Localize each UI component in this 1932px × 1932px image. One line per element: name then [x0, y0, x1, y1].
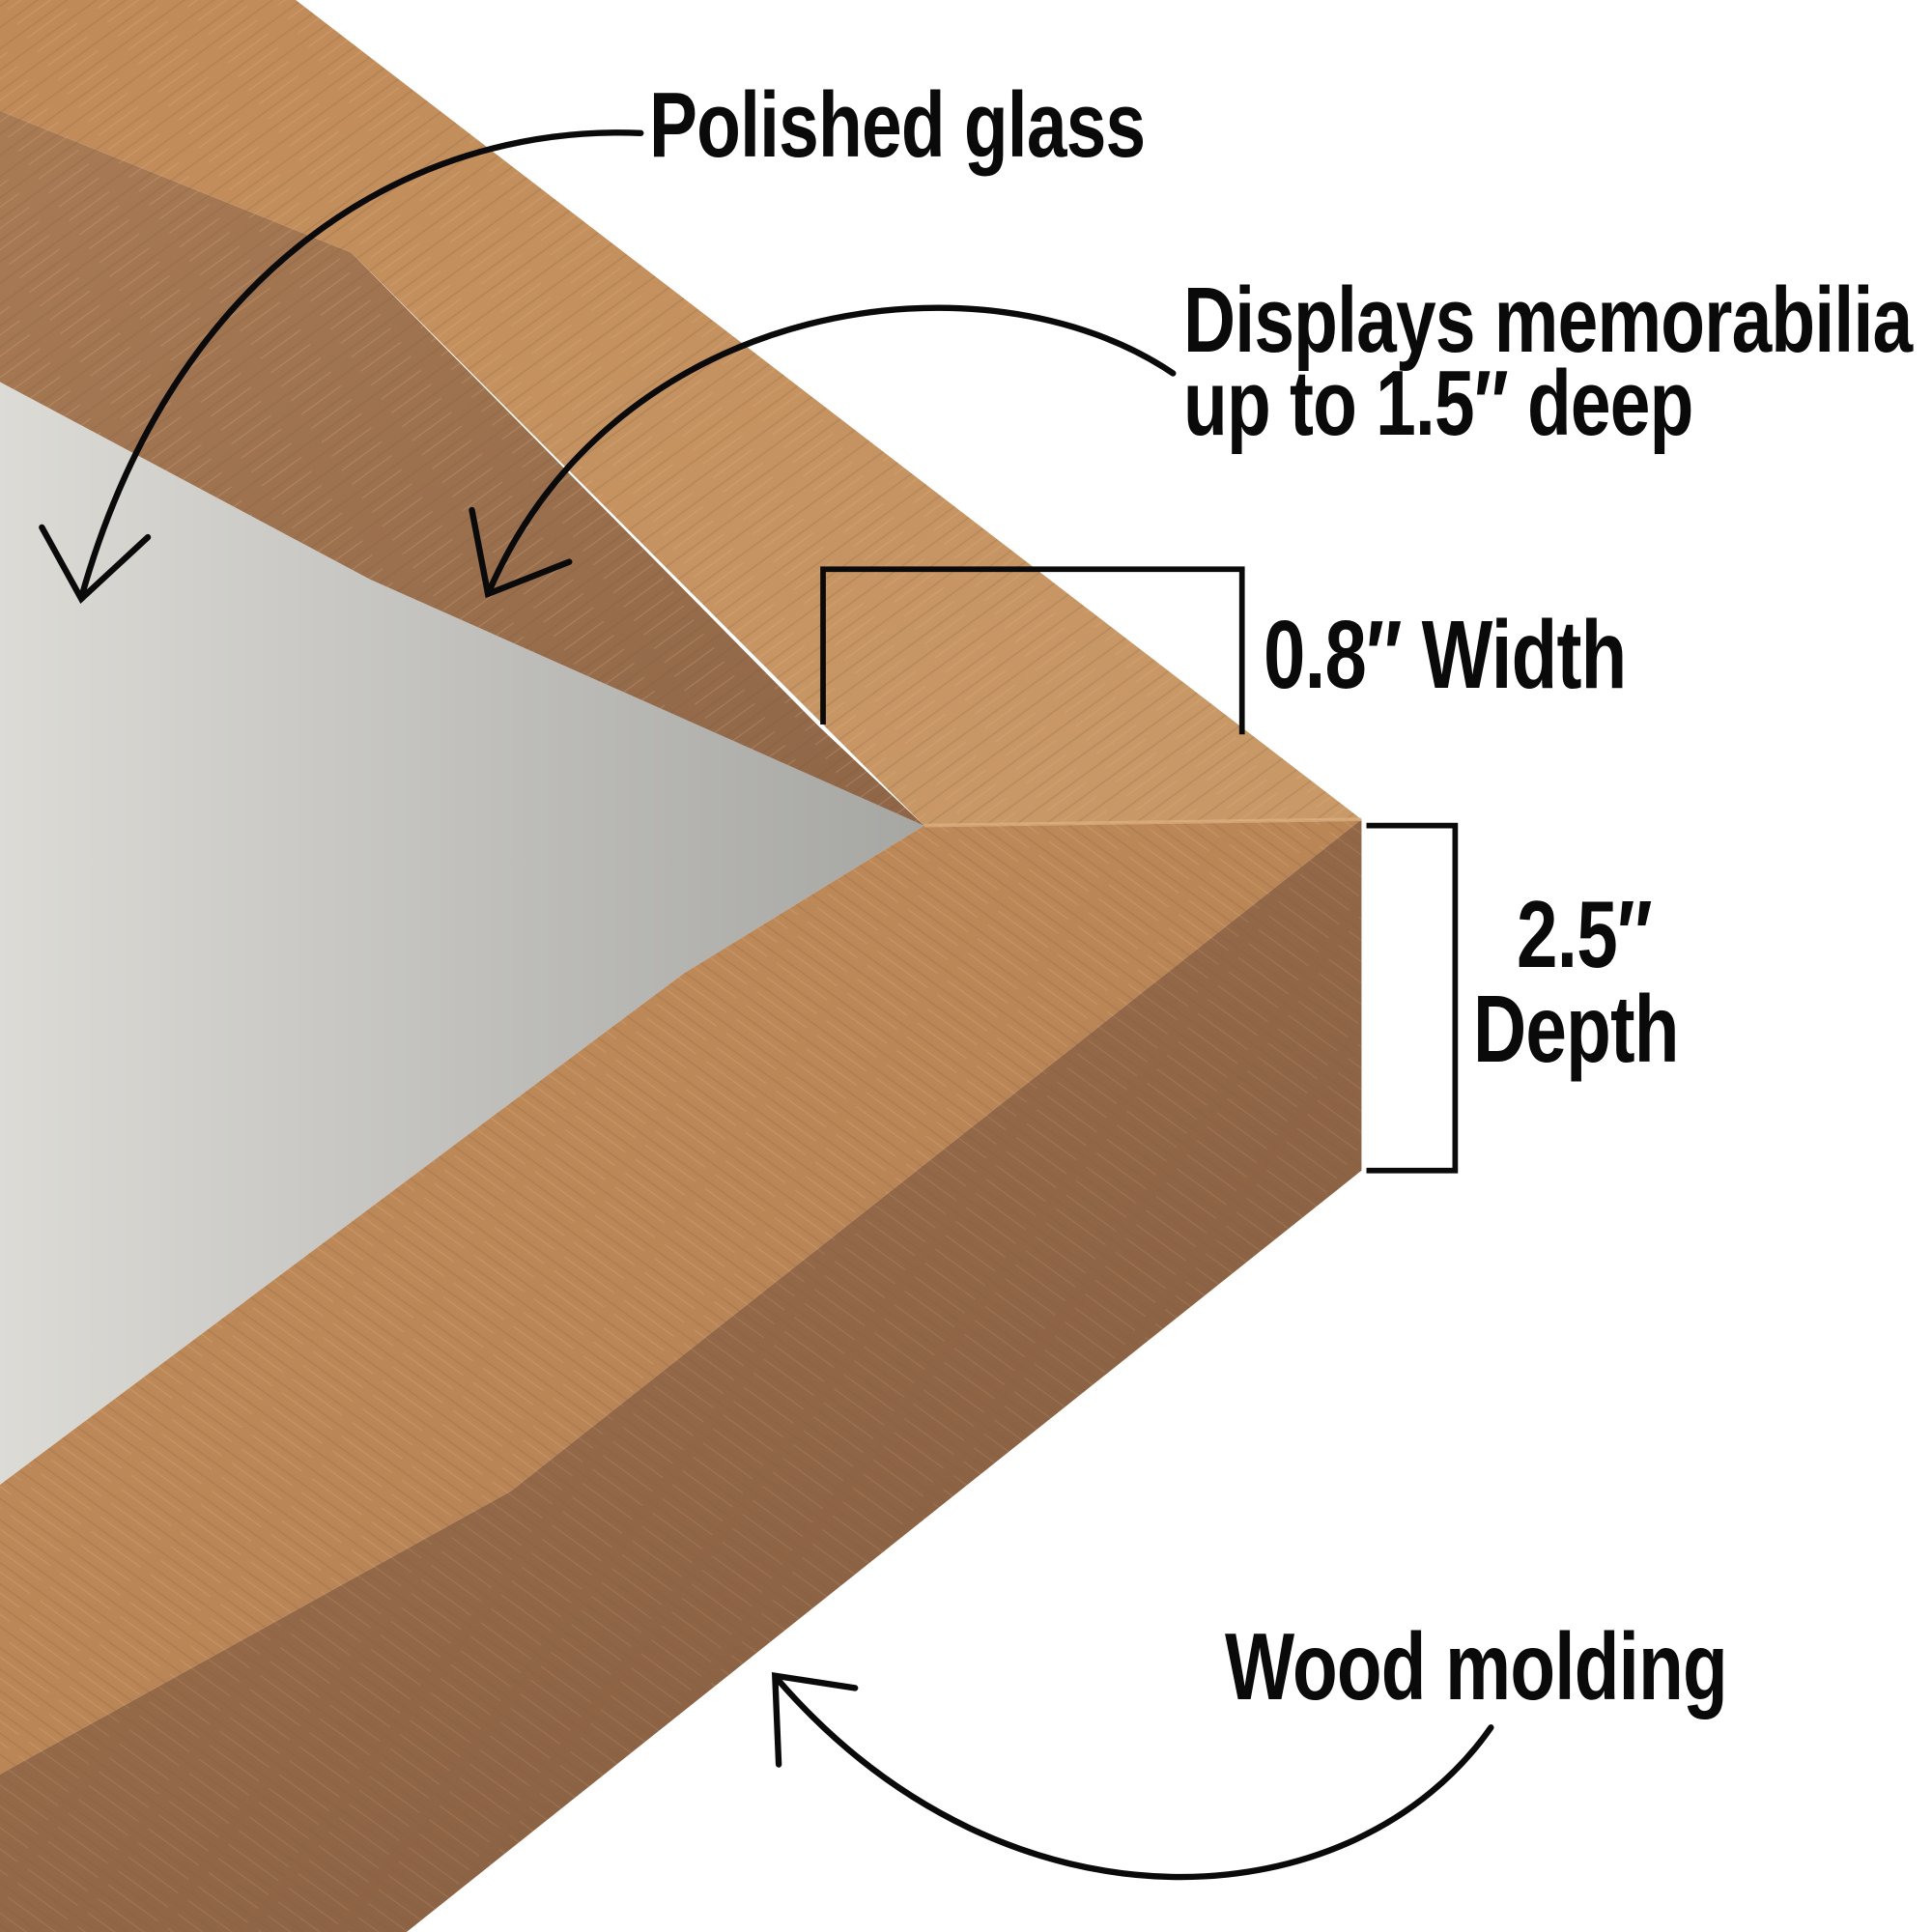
width-text: 0.8″ Width: [1264, 601, 1627, 709]
width-bracket: [820, 566, 1245, 735]
depth-bracket: [1366, 822, 1459, 1174]
wood-molding-arrow: [771, 1671, 1494, 1881]
depth-label: 2.5″ Depth: [1473, 887, 1679, 1076]
glass-backing: [0, 382, 924, 1485]
polished-glass-label: Polished glass: [649, 73, 1146, 177]
wood-molding-text: Wood molding: [1225, 1613, 1728, 1719]
polished-glass-text: Polished glass: [649, 73, 1146, 177]
memorabilia-line2: up to 1.5″ deep: [1183, 352, 1693, 455]
depth-text: Depth: [1473, 976, 1679, 1082]
memorabilia-arrow: [469, 304, 1177, 599]
width-label: 0.8″ Width: [1264, 607, 1627, 703]
wood-molding-label: Wood molding: [1225, 1613, 1728, 1719]
depth-value: 2.5″: [1517, 881, 1653, 987]
memorabilia-label: Displays memorabilia up to 1.5″ deep: [1183, 269, 1913, 455]
memorabilia-line1: Displays memorabilia: [1183, 269, 1913, 372]
polished-glass-arrow: [39, 129, 644, 605]
